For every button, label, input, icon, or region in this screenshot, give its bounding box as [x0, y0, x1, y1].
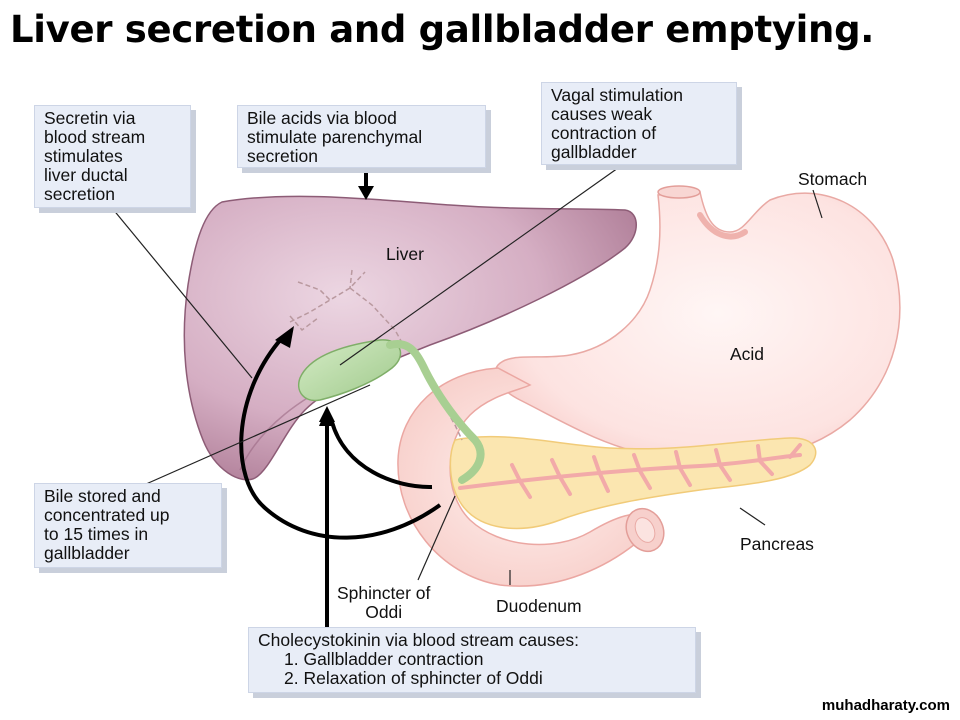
callout-cck-line: Cholecystokinin via blood stream causes: — [258, 630, 579, 650]
label-liver: Liver — [386, 244, 424, 264]
callout-cck-item: 2. Relaxation of sphincter of Oddi — [284, 668, 543, 688]
callout-vagal-line: Vagal stimulation — [551, 85, 683, 105]
label-duodenum: Duodenum — [496, 596, 582, 616]
gallbladder — [298, 339, 485, 484]
intrahepatic-ducts — [289, 269, 463, 441]
leader-lines — [111, 167, 823, 585]
callout-vagal-line: gallbladder — [551, 142, 637, 162]
callout-secretin: Secretin via blood stream stimulates liv… — [34, 105, 191, 208]
callout-bile-stored-line: gallbladder — [44, 543, 130, 563]
callout-secretin-line: stimulates — [44, 146, 123, 166]
callout-vagal-line: causes weak — [551, 104, 653, 124]
callout-bile-stored: Bile stored and concentrated up to 15 ti… — [34, 483, 222, 568]
watermark: muhadharaty.com — [821, 697, 950, 714]
callout-secretin-line: liver ductal — [44, 165, 128, 185]
label-pancreas: Pancreas — [740, 534, 814, 554]
label-sphincter-line: Sphincter of — [337, 583, 431, 603]
label-sphincter-of-oddi: Sphincter of Oddi — [337, 584, 430, 622]
callout-bile-stored-line: to 15 times in — [44, 524, 149, 544]
callout-bile-acids-line: Bile acids via blood — [247, 108, 397, 128]
callout-secretin-line: Secretin via — [44, 108, 136, 128]
callout-vagal-line: contraction of — [551, 123, 657, 143]
pancreas — [449, 435, 817, 530]
stomach — [494, 185, 901, 463]
callout-cholecystokinin: Cholecystokinin via blood stream causes:… — [248, 627, 696, 693]
callout-bile-stored-line: concentrated up — [44, 505, 170, 525]
slide-title: Liver secretion and gallbladder emptying… — [10, 8, 875, 51]
callout-bile-acids: Bile acids via blood stimulate parenchym… — [237, 105, 486, 168]
callout-secretin-line: blood stream — [44, 127, 146, 147]
callout-bile-acids-line: secretion — [247, 146, 319, 166]
callout-vagal: Vagal stimulation causes weak contractio… — [541, 82, 737, 165]
callout-secretin-line: secretion — [44, 184, 116, 204]
callout-bile-acids-line: stimulate parenchymal — [247, 127, 423, 147]
pathway-arrows — [239, 168, 442, 630]
arrowheads — [275, 186, 374, 426]
label-stomach: Stomach — [798, 169, 868, 189]
label-acid: Acid — [730, 344, 765, 364]
label-sphincter-line: Oddi — [365, 602, 403, 622]
callout-cck-item: 1. Gallbladder contraction — [284, 649, 484, 669]
callout-bile-stored-line: Bile stored and — [44, 486, 161, 506]
